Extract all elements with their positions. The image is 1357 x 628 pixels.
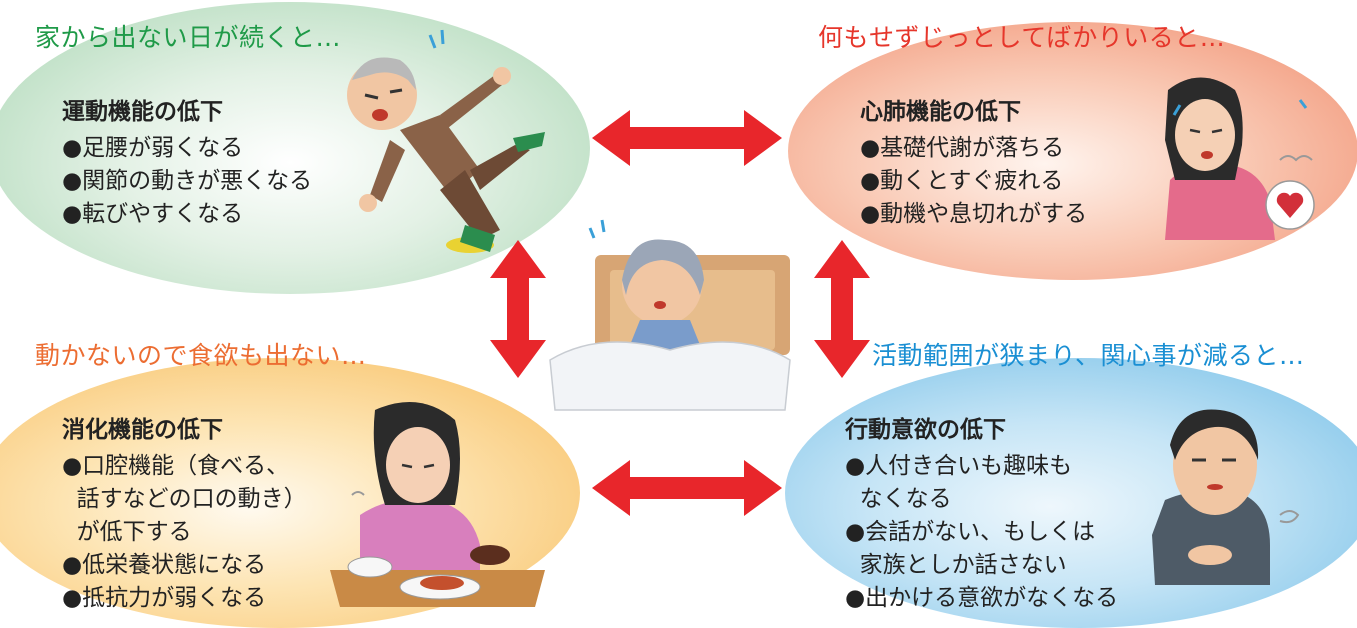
elderly-person-in-bed-icon [549, 219, 791, 411]
list-item: ●抵抗力が弱くなる [62, 585, 267, 611]
arrow-top-horizontal [592, 110, 782, 166]
falling-elderly-man-icon [347, 29, 545, 253]
list-item: 家族としか話さない [845, 552, 1067, 578]
list-item: ●転びやすくなる [62, 201, 244, 227]
woman-no-appetite-icon [330, 402, 545, 607]
list-item: ●口腔機能（食べる、 [62, 453, 290, 479]
section-motor-function: 運動機能の低下 ●足腰が弱くなる ●関節の動きが悪くなる ●転びやすくなる [62, 92, 312, 231]
list-item: ●足腰が弱くなる [62, 135, 244, 161]
breathless-woman-icon [1165, 77, 1315, 240]
section-digestive-function: 消化機能の低下 ●口腔機能（食べる、 話すなどの口の動き） が低下する ●低栄養… [62, 410, 307, 615]
section-title: 運動機能の低下 [62, 99, 223, 125]
section-motivation: 行動意欲の低下 ●人付き合いも趣味も なくなる ●会話がない、もしくは 家族とし… [845, 410, 1118, 615]
heading-narrow-activity: 活動範囲が狭まり、関心事が減ると… [872, 341, 1305, 370]
list-item: ●会話がない、もしくは [845, 519, 1096, 545]
section-title: 心肺機能の低下 [860, 99, 1021, 125]
list-item: ●低栄養状態になる [62, 552, 267, 578]
arrow-right-vertical [814, 240, 870, 378]
heading-inactive: 何もせずじっとしてばかりいると… [818, 23, 1226, 52]
list-item: ●基礎代謝が落ちる [860, 135, 1065, 161]
heading-staying-home: 家から出ない日が続くと… [35, 23, 342, 52]
arrow-left-vertical [490, 240, 546, 378]
bored-man-icon [1152, 409, 1300, 585]
list-item: ●動くとすぐ疲れる [860, 168, 1064, 194]
list-item: ●出かける意欲がなくなる [845, 585, 1119, 611]
list-item: ●動機や息切れがする [860, 201, 1088, 227]
list-item: ●関節の動きが悪くなる [62, 168, 313, 194]
section-cardiopulmonary-function: 心肺機能の低下 ●基礎代謝が落ちる ●動くとすぐ疲れる ●動機や息切れがする [860, 92, 1087, 231]
list-item: なくなる [845, 486, 952, 512]
list-item: が低下する [62, 519, 192, 545]
heading-no-appetite: 動かないので食欲も出ない… [35, 341, 367, 370]
list-item: 話すなどの口の動き） [62, 486, 307, 512]
arrow-bottom-horizontal [592, 460, 782, 516]
section-title: 行動意欲の低下 [845, 417, 1006, 443]
list-item: ●人付き合いも趣味も [845, 453, 1073, 479]
section-title: 消化機能の低下 [62, 417, 223, 443]
